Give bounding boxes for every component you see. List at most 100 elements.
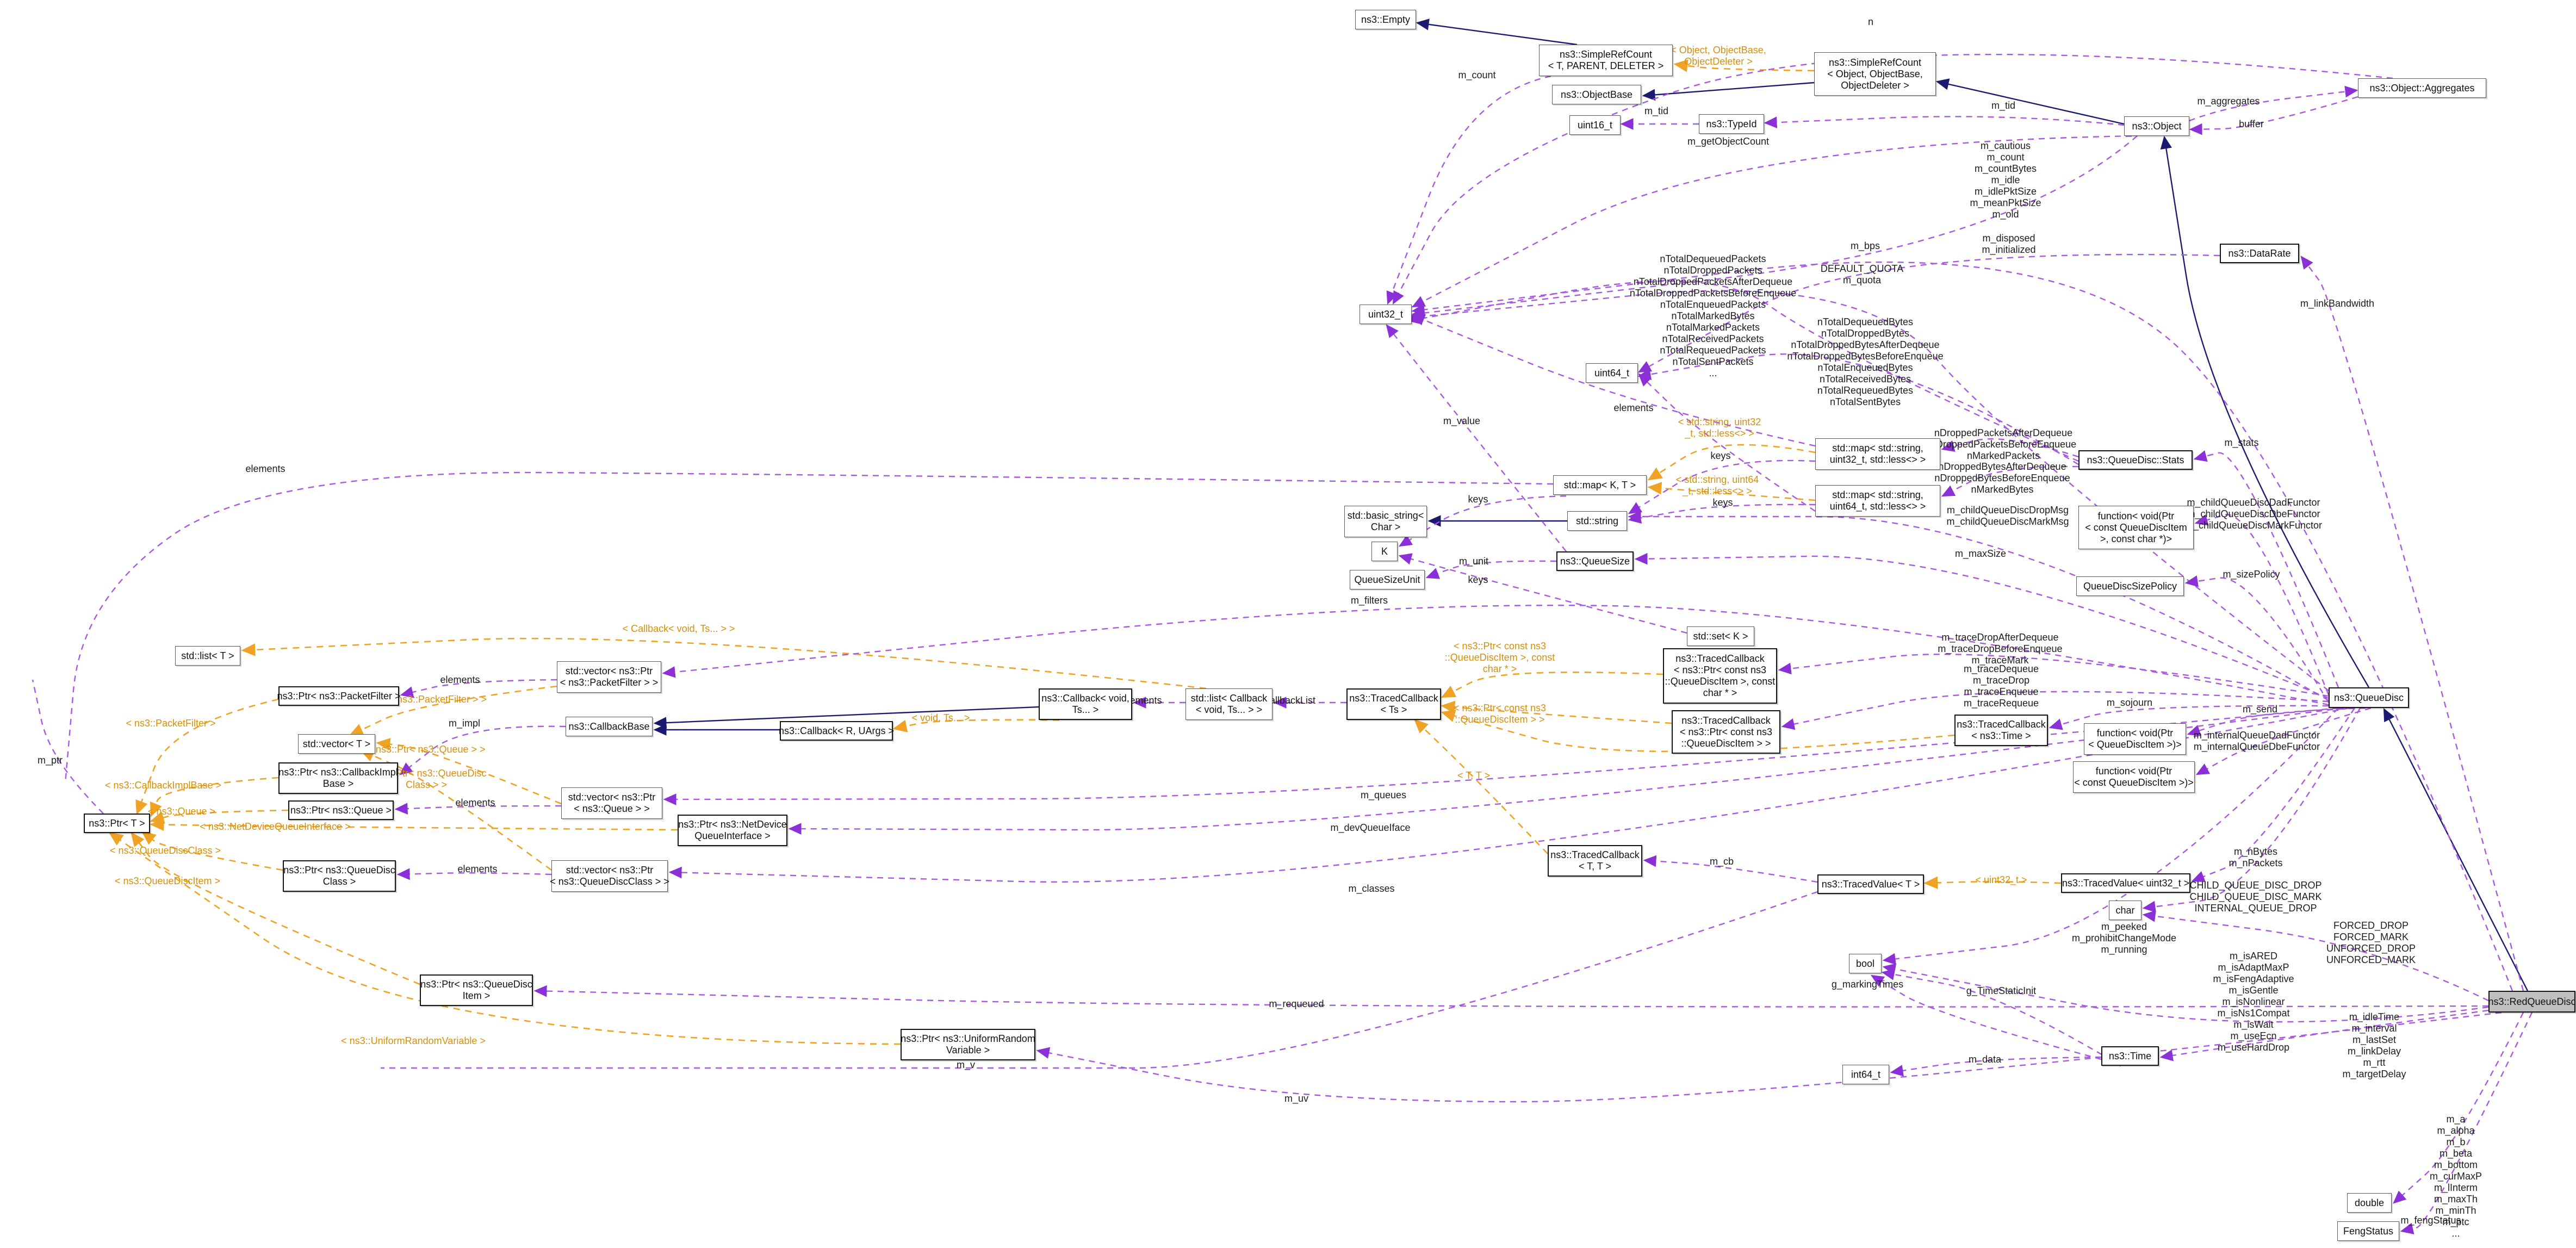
node-queue-size-unit[interactable]: QueueSizeUnit <box>1350 570 1425 589</box>
node-ptr-net-device-queue-interface[interactable]: ns3::Ptr< ns3::NetDevice QueueInterface … <box>678 815 787 846</box>
edge-label: m_childQueueDiscDadFunctor m_childQueueD… <box>2184 497 2323 531</box>
edge-member <box>662 604 2329 706</box>
node-traced-value-t[interactable]: ns3::TracedValue< T > <box>1817 874 1924 894</box>
node-traced-cb-item-char[interactable]: ns3::TracedCallback < ns3::Ptr< const ns… <box>1663 648 1777 704</box>
edge-member <box>1637 253 2220 373</box>
node-traced-value-uint32[interactable]: ns3::TracedValue< uint32_t > <box>2061 873 2190 893</box>
edge-member <box>533 985 2489 1008</box>
node-callback-base[interactable]: ns3::CallbackBase <box>566 717 653 736</box>
node-queue-disc[interactable]: ns3::QueueDisc <box>2329 687 2409 708</box>
edge-member <box>2159 1009 2489 1061</box>
edge-label: keys <box>1712 497 1733 508</box>
node-queue-size[interactable]: ns3::QueueSize <box>1556 551 1634 571</box>
edge-template <box>150 777 279 817</box>
node-vector-queue[interactable]: std::vector< ns3::Ptr < ns3::Queue > > <box>561 787 662 819</box>
edge-template <box>1673 59 1815 72</box>
edge-member <box>1036 1011 2502 1103</box>
node-basic-string-char[interactable]: std::basic_string< Char > <box>1344 506 1427 537</box>
node-queue-disc-stats[interactable]: ns3::QueueDisc::Stats <box>2078 450 2193 470</box>
node-feng-status[interactable]: FengStatus <box>2337 1221 2399 1241</box>
edge-label: m_internalQueueDadFunctor m_internalQueu… <box>2193 730 2320 752</box>
edge-template <box>141 831 283 871</box>
node-int64-t[interactable]: int64_t <box>1842 1065 1889 1084</box>
node-list-callback[interactable]: std::list< Callback < void, Ts... > > <box>1185 688 1273 720</box>
edge-member <box>1643 855 1818 883</box>
node-ptr-queue-disc-item[interactable]: ns3::Ptr< ns3::QueueDisc Item > <box>420 974 533 1006</box>
edge-label: m_count <box>1458 70 1496 80</box>
node-simple-ref-count-t[interactable]: ns3::SimpleRefCount < T, PARENT, DELETER… <box>1539 45 1673 76</box>
node-map-string-uint64[interactable]: std::map< std::string, uint64_t, std::le… <box>1815 485 1940 517</box>
node-ptr-t[interactable]: ns3::Ptr< T > <box>84 814 150 833</box>
node-func-item-char[interactable]: function< void(Ptr < const QueueDiscItem… <box>2078 506 2194 549</box>
edge-member <box>2184 575 2330 703</box>
node-uint32-t[interactable]: uint32_t <box>1360 305 1412 324</box>
node-callback-void-ts[interactable]: ns3::Callback< void, Ts... > <box>1039 688 1132 720</box>
edge-member <box>2195 707 2372 775</box>
edge-member <box>400 679 557 698</box>
node-ptr-packet-filter[interactable]: ns3::Ptr< ns3::PacketFilter > <box>277 686 401 706</box>
edge-label: m_queues <box>1360 790 1407 800</box>
node-vector-t[interactable]: std::vector< T > <box>298 734 375 754</box>
node-object-base[interactable]: ns3::ObjectBase <box>1552 85 1641 104</box>
edge-inherit <box>1935 78 2125 125</box>
edge-label: < void, Ts... > <box>911 712 970 723</box>
node-vector-packet-filter[interactable]: std::vector< ns3::Ptr < ns3::PacketFilte… <box>557 661 661 693</box>
node-list-t[interactable]: std::list< T > <box>175 646 240 666</box>
node-simple-ref-count-object[interactable]: ns3::SimpleRefCount < Object, ObjectBase… <box>1814 52 1936 96</box>
node-func-item[interactable]: function< void(Ptr < QueueDiscItem >)> <box>2084 723 2186 755</box>
node-data-rate[interactable]: ns3::DataRate <box>2220 244 2299 263</box>
edge-label: g_markingTimes <box>1831 979 1904 990</box>
node-traced-cb-t-t[interactable]: ns3::TracedCallback < T, T > <box>1548 845 1642 877</box>
node-empty[interactable]: ns3::Empty <box>1355 10 1416 29</box>
edge-member <box>1408 290 2329 691</box>
edge-label: m_tid <box>1991 100 2016 111</box>
edge-member <box>1778 654 2329 697</box>
node-map-string-uint32[interactable]: std::map< std::string, uint32_t, std::le… <box>1815 438 1940 470</box>
edge-label: g_TimeStaticInit <box>1966 985 2037 996</box>
node-func-const-item[interactable]: function< void(Ptr < const QueueDiscItem… <box>2073 761 2195 793</box>
node-callback-r-uargs[interactable]: ns3::Callback< R, UArgs > <box>779 721 894 741</box>
node-object[interactable]: ns3::Object <box>2124 116 2189 136</box>
node-traced-cb-item[interactable]: ns3::TracedCallback < ns3::Ptr< const ns… <box>1672 710 1780 754</box>
node-map-k-t[interactable]: std::map< K, T > <box>1553 475 1647 495</box>
node-vector-queue-disc-class[interactable]: std::vector< ns3::Ptr < ns3::QueueDiscCl… <box>550 860 669 892</box>
node-ptr-queue[interactable]: ns3::Ptr< ns3::Queue > <box>288 800 394 820</box>
node-set-k[interactable]: std::set< K > <box>1687 626 1754 646</box>
edge-member <box>394 803 562 815</box>
edge-label: keys <box>1710 450 1731 461</box>
node-double[interactable]: double <box>2347 1193 2392 1213</box>
edge-label: < Callback< void, Ts... > > <box>622 623 735 634</box>
edge-template <box>1441 672 1663 698</box>
edge-member <box>2189 85 2358 122</box>
node-queue-disc-size-policy[interactable]: QueueDiscSizePolicy <box>2076 576 2184 596</box>
edge-label: CHILD_QUEUE_DISC_DROP CHILD_QUEUE_DISC_M… <box>2189 880 2322 914</box>
node-string[interactable]: std::string <box>1567 511 1627 531</box>
edge-label: keys <box>1468 494 1488 505</box>
edge-label: elements <box>245 463 285 474</box>
edge-label: m_linkBandwidth <box>2300 298 2375 309</box>
node-type-id[interactable]: ns3::TypeId <box>1699 114 1764 134</box>
node-uint16-t[interactable]: uint16_t <box>1569 115 1621 135</box>
edge-label: m_traceDequeue m_traceDrop m_traceEnqueu… <box>1963 663 2039 709</box>
edge-label: m_sizePolicy <box>2223 569 2280 580</box>
node-time[interactable]: ns3::Time <box>2101 1046 2159 1066</box>
node-char[interactable]: char <box>2109 901 2142 920</box>
node-traced-cb-time[interactable]: ns3::TracedCallback < ns3::Time > <box>1954 715 2048 746</box>
node-ptr-callback-impl-base[interactable]: ns3::Ptr< ns3::CallbackImpl Base > <box>278 762 398 794</box>
edge-member <box>2189 96 2358 135</box>
node-k[interactable]: K <box>1371 542 1398 561</box>
node-traced-cb-ts[interactable]: ns3::TracedCallback < Ts > <box>1346 688 1441 720</box>
node-uint64-t[interactable]: uint64_t <box>1586 363 1638 383</box>
node-ptr-queue-disc-class[interactable]: ns3::Ptr< ns3::QueueDisc Class > <box>283 860 396 892</box>
edge-member <box>668 707 2350 883</box>
node-object-aggregates[interactable]: ns3::Object::Aggregates <box>2358 78 2486 98</box>
edge-member <box>1638 373 1816 512</box>
edge-label: elements <box>457 864 498 874</box>
node-bool[interactable]: bool <box>1849 954 1882 973</box>
edge-member <box>2142 707 2361 913</box>
edge-member <box>1628 511 2329 701</box>
edge-label: keys <box>1468 574 1488 585</box>
node-ptr-uniform-random-variable[interactable]: ns3::Ptr< ns3::UniformRandom Variable > <box>901 1029 1035 1060</box>
edge-label: m_unit <box>1458 556 1489 567</box>
edge-member <box>1781 691 2329 730</box>
